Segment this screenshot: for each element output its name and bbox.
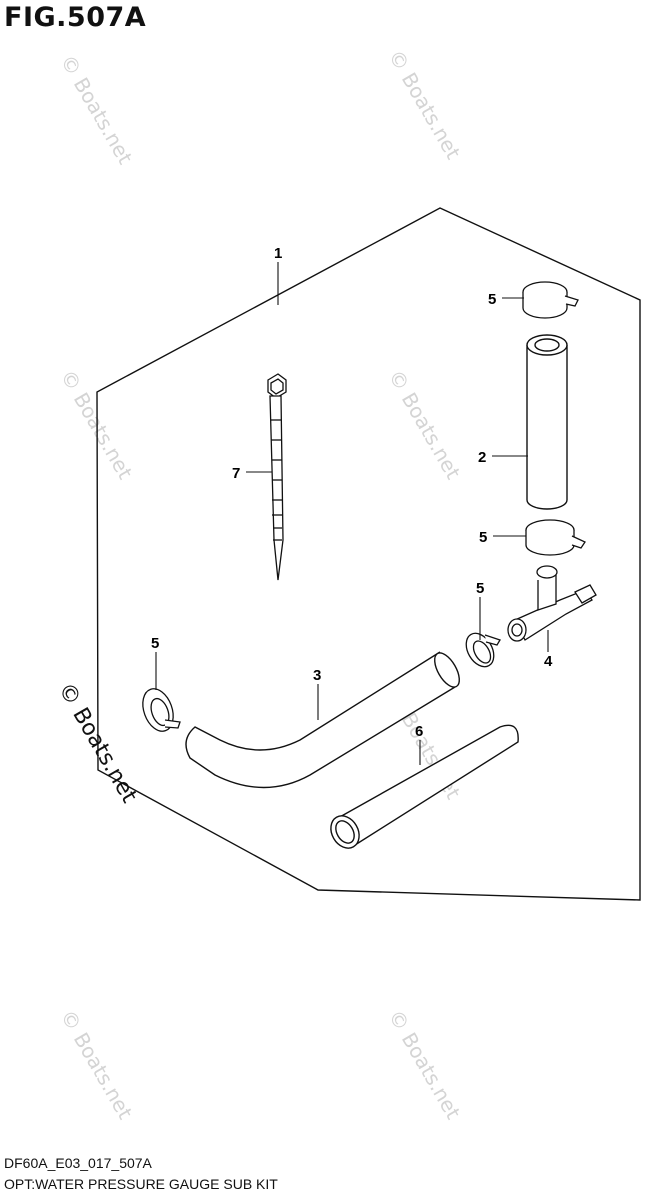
callout-cable-tie: 7 bbox=[232, 465, 240, 482]
figure-title: FIG.507A bbox=[4, 2, 147, 33]
cable-tie bbox=[267, 373, 287, 581]
callout-clamp: 5 bbox=[488, 291, 496, 308]
watermark-text: © Boats.net bbox=[384, 1006, 466, 1124]
callout-hose-long: 6 bbox=[415, 723, 423, 740]
hose-clamp bbox=[522, 281, 579, 319]
watermark-text: © Boats.net bbox=[56, 1006, 138, 1124]
callout-clamp: 5 bbox=[151, 635, 159, 652]
leader-lines bbox=[155, 262, 549, 765]
hose-clamp bbox=[525, 519, 586, 556]
straight-hose bbox=[526, 334, 568, 510]
callout-clamp: 5 bbox=[479, 529, 487, 546]
tee-joint bbox=[507, 565, 597, 642]
kit-outline bbox=[96, 207, 641, 901]
figure-code: DF60A_E03_017_507A bbox=[4, 1155, 152, 1171]
callout-tee-joint: 4 bbox=[544, 653, 553, 670]
callout-kit: 1 bbox=[274, 245, 282, 262]
hose-clamp bbox=[142, 688, 181, 732]
watermark-text: © Boats.net bbox=[56, 51, 138, 169]
watermark-text: © Boats.net bbox=[384, 366, 466, 484]
watermark-text: © Boats.net bbox=[384, 46, 466, 164]
bent-hose bbox=[185, 651, 460, 789]
callout-clamp: 5 bbox=[476, 580, 484, 597]
callout-hose-bent: 3 bbox=[313, 667, 321, 684]
figure-description: OPT:WATER PRESSURE GAUGE SUB KIT bbox=[4, 1176, 278, 1192]
watermark-group: © Boats.net © Boats.net © Boats.net © Bo… bbox=[56, 46, 466, 1124]
hose-clamp bbox=[465, 632, 501, 668]
callout-hose-straight: 2 bbox=[478, 449, 486, 466]
long-hose bbox=[330, 724, 519, 849]
